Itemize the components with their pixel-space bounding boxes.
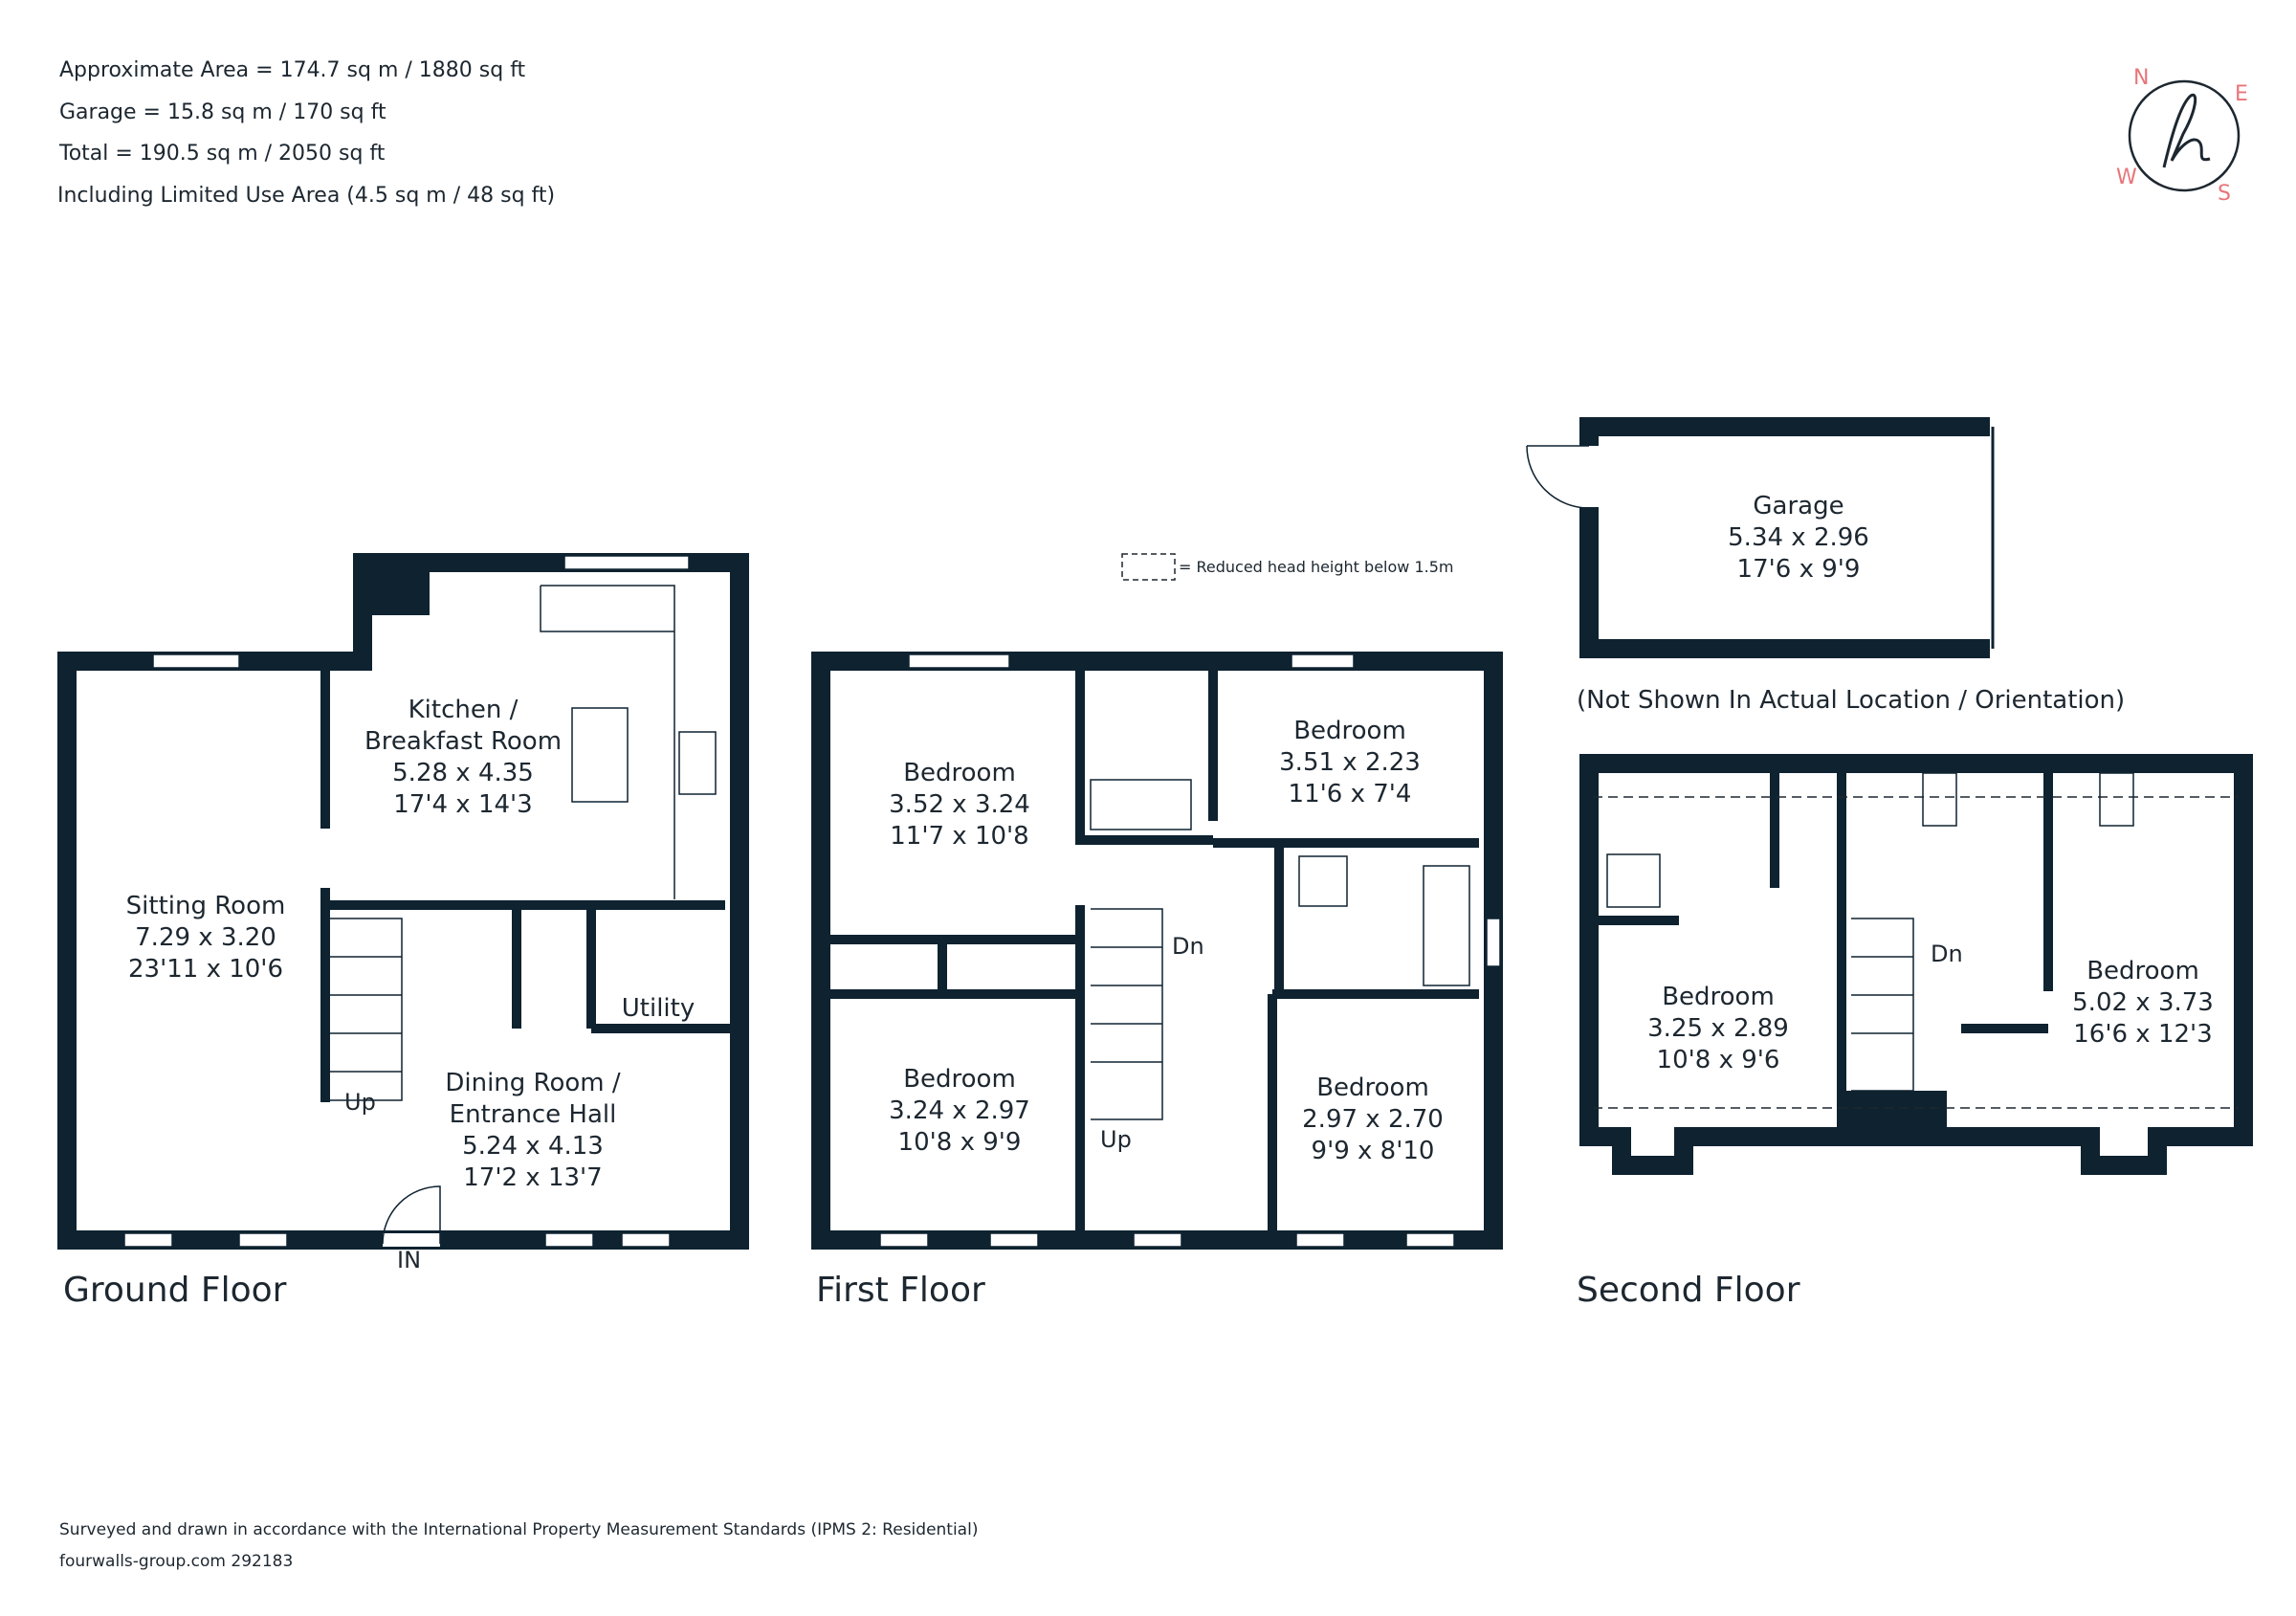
dining-dim-m: 5.24 x 4.13 — [462, 1132, 604, 1161]
kitchen-label-2: Breakfast Room — [364, 727, 562, 756]
ff-bedroom2-label: Bedroom — [1293, 717, 1406, 745]
stairs-up-label: Up — [344, 1089, 376, 1116]
ff-bedroom4-label: Bedroom — [1316, 1074, 1429, 1102]
compass-n: N — [2133, 66, 2149, 90]
sf-bedroom1-dim-ft: 10'8 x 9'6 — [1657, 1046, 1780, 1074]
ff-bedroom4-dim-m: 2.97 x 2.70 — [1302, 1105, 1444, 1134]
total-area: Total = 190.5 sq m / 2050 sq ft — [58, 142, 386, 166]
ff-bedroom2-dim-m: 3.51 x 2.23 — [1279, 748, 1421, 777]
sf-bedroom2-dim-ft: 16'6 x 12'3 — [2073, 1020, 2212, 1049]
sf-bedroom2-dim-m: 5.02 x 3.73 — [2072, 988, 2214, 1017]
sf-stairs-down-label: Dn — [1931, 941, 1963, 967]
ff-bedroom2-dim-ft: 11'6 x 7'4 — [1289, 780, 1412, 808]
sitting-label: Sitting Room — [126, 892, 286, 920]
garage-dim-ft: 17'6 x 9'9 — [1737, 555, 1861, 584]
ff-stairs-down-label: Dn — [1172, 933, 1204, 960]
legend-text: = Reduced head height below 1.5m — [1179, 558, 1453, 576]
limited-use-area: Including Limited Use Area (4.5 sq m / 4… — [57, 184, 555, 208]
utility-label: Utility — [622, 994, 695, 1023]
head-height-legend: = Reduced head height below 1.5m — [1121, 553, 1453, 581]
ff-stairs-up-label: Up — [1100, 1126, 1132, 1153]
ff-bedroom1-label: Bedroom — [903, 759, 1016, 787]
dining-label-1: Dining Room / — [445, 1069, 620, 1097]
ff-bedroom1-dim-m: 3.52 x 3.24 — [889, 790, 1030, 819]
garage-area: Garage = 15.8 sq m / 170 sq ft — [59, 100, 386, 124]
first-floor-title: First Floor — [816, 1271, 985, 1310]
ff-bedroom3-dim-m: 3.24 x 2.97 — [889, 1096, 1030, 1125]
ff-bedroom1-dim-ft: 11'7 x 10'8 — [890, 822, 1028, 851]
ipms-statement: Surveyed and drawn in accordance with th… — [59, 1520, 978, 1539]
kitchen-label-1: Kitchen / — [408, 696, 519, 724]
kitchen-dim-m: 5.28 x 4.35 — [392, 759, 534, 787]
garage-dim-m: 5.34 x 2.96 — [1728, 523, 1869, 552]
sf-bedroom1-label: Bedroom — [1662, 983, 1775, 1011]
sitting-dim-ft: 23'11 x 10'6 — [128, 955, 283, 984]
compass-e: E — [2235, 82, 2248, 106]
sf-bedroom1-dim-m: 3.25 x 2.89 — [1647, 1014, 1789, 1043]
ground-floor-plan: Kitchen / Breakfast Room 5.28 x 4.35 17'… — [57, 553, 749, 1310]
entrance-label: IN — [397, 1247, 421, 1273]
kitchen-dim-ft: 17'4 x 14'3 — [393, 790, 532, 819]
first-floor-plan: Bedroom 3.52 x 3.24 11'7 x 10'8 Bedroom … — [811, 652, 1503, 1310]
ff-bedroom3-label: Bedroom — [903, 1065, 1016, 1094]
reference-number: fourwalls-group.com 292183 — [59, 1552, 293, 1571]
area-summary: Approximate Area = 174.7 sq m / 1880 sq … — [57, 58, 555, 208]
dining-dim-ft: 17'2 x 13'7 — [463, 1163, 602, 1192]
compass-logo-icon: N E W S — [2116, 66, 2248, 206]
ground-floor-title: Ground Floor — [63, 1271, 287, 1310]
compass-w: W — [2116, 166, 2137, 189]
garage-location-note: (Not Shown In Actual Location / Orientat… — [1577, 686, 2125, 715]
ff-bedroom4-dim-ft: 9'9 x 8'10 — [1312, 1137, 1435, 1165]
sf-bedroom2-label: Bedroom — [2086, 957, 2199, 985]
compass-s: S — [2218, 182, 2231, 206]
garage-plan: Garage 5.34 x 2.96 17'6 x 9'9 (Not Shown… — [1526, 417, 2125, 715]
second-floor-title: Second Floor — [1577, 1271, 1800, 1310]
garage-label: Garage — [1753, 492, 1843, 520]
second-floor-plan: Bedroom 3.25 x 2.89 10'8 x 9'6 Bedroom 5… — [1577, 754, 2253, 1310]
dining-label-2: Entrance Hall — [450, 1100, 617, 1129]
sitting-dim-m: 7.29 x 3.20 — [135, 923, 276, 952]
ff-bedroom3-dim-ft: 10'8 x 9'9 — [898, 1128, 1022, 1157]
approx-area: Approximate Area = 174.7 sq m / 1880 sq … — [59, 58, 526, 82]
